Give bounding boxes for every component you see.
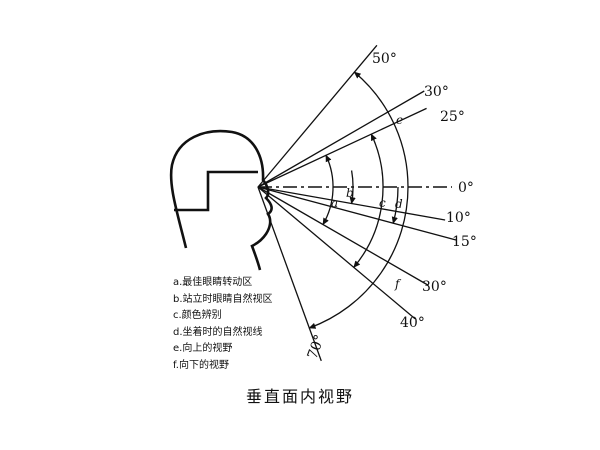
arc-e [353, 71, 409, 188]
arc-letter-f: f [394, 277, 402, 291]
sight-ray-down30 [257, 186, 429, 287]
sight-ray-down40 [257, 186, 416, 320]
angle-label-down70: 70° [305, 333, 329, 362]
arc-letter-a: a [331, 196, 338, 210]
sight-ray-down70 [257, 186, 322, 362]
angle-labels: 50° 30° 25° 0° 10° 15° 30° 40° 70° [305, 51, 477, 361]
arc-letter-d: d [395, 197, 403, 211]
angle-label-up50: 50° [372, 51, 397, 67]
legend-item-e: e.向上的视野 [173, 343, 233, 354]
sight-ray-up30 [257, 90, 425, 188]
arc-d [391, 186, 399, 224]
legend-item-b: b.站立时眼睛自然视区 [173, 293, 273, 305]
legend-item-c: c.颜色辨别 [173, 310, 222, 321]
arc-letter-b: b [346, 186, 354, 200]
angle-label-zero: 0° [458, 180, 474, 196]
angle-label-down30: 30° [422, 279, 447, 295]
angle-label-up25: 25° [440, 109, 465, 125]
legend-item-a: a.最佳眼睛转动区 [173, 277, 253, 288]
sight-ray-down15 [257, 186, 457, 241]
arc-c [353, 133, 384, 268]
sight-ray-up25 [257, 107, 427, 188]
legend-item-f: f.向下的视野 [173, 359, 229, 371]
arc-letter-c: c [379, 196, 386, 210]
diagram-title: 垂直面内视野 [245, 387, 354, 406]
arc-letter-e: e [396, 113, 403, 127]
arc-b [349, 170, 356, 205]
arc-a [322, 154, 334, 226]
angle-label-up30: 30° [424, 84, 449, 100]
sight-ray-up50 [257, 44, 378, 188]
hair-outline [174, 170, 258, 212]
arc-f [308, 186, 409, 329]
angle-label-down15: 15° [452, 234, 477, 250]
head-profile [169, 129, 273, 271]
angle-label-down40: 40° [400, 315, 425, 331]
angle-arcs [308, 71, 409, 329]
legend-list: a.最佳眼睛转动区 b.站立时眼睛自然视区 c.颜色辨别 d.坐着时的自然视线 … [173, 275, 273, 374]
legend-item-d: d.坐着时的自然视线 [173, 326, 263, 338]
angle-label-down10: 10° [446, 210, 471, 226]
